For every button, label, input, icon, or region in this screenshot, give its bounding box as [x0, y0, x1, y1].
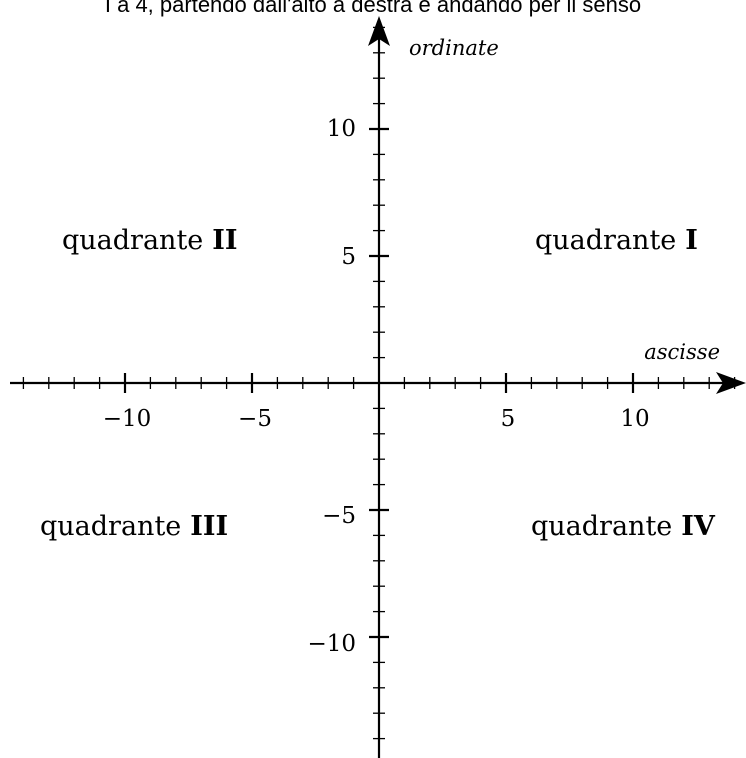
quadrant-label-iv: quadrante IV [531, 511, 716, 542]
y-tick-label-5: 5 [341, 244, 356, 270]
x-axis-arrowhead [716, 372, 746, 394]
y-axis-ticks [369, 26, 389, 740]
quadrant-ii-word: quadrante [62, 225, 203, 256]
quadrant-label-iii: quadrante III [40, 511, 228, 542]
y-tick-label-10: 10 [327, 116, 356, 142]
y-tick-label-neg10: −10 [307, 631, 356, 657]
x-tick-label-neg5: −5 [238, 406, 272, 432]
top-caption: I a 4, partendo dall'alto a destra e and… [105, 0, 641, 17]
quadrant-i-numeral: I [685, 225, 698, 256]
x-tick-label-neg10: −10 [103, 406, 152, 432]
y-tick-label-neg5: −5 [322, 503, 356, 529]
x-tick-label-10: 10 [620, 406, 649, 432]
y-axis-label: ordinate [409, 36, 499, 60]
quadrant-iv-numeral: IV [681, 511, 716, 542]
x-axis-ticks [22, 373, 736, 393]
y-axis-arrowhead [368, 16, 390, 46]
x-tick-label-5: 5 [501, 406, 516, 432]
quadrant-label-ii: quadrante II [62, 225, 238, 256]
quadrant-iii-word: quadrante [40, 511, 181, 542]
quadrant-ii-numeral: II [212, 225, 237, 256]
quadrant-i-word: quadrante [535, 225, 676, 256]
x-axis-label: ascisse [644, 340, 720, 364]
quadrant-iv-word: quadrante [531, 511, 672, 542]
quadrant-label-i: quadrante I [535, 225, 698, 256]
quadrant-iii-numeral: III [190, 511, 228, 542]
